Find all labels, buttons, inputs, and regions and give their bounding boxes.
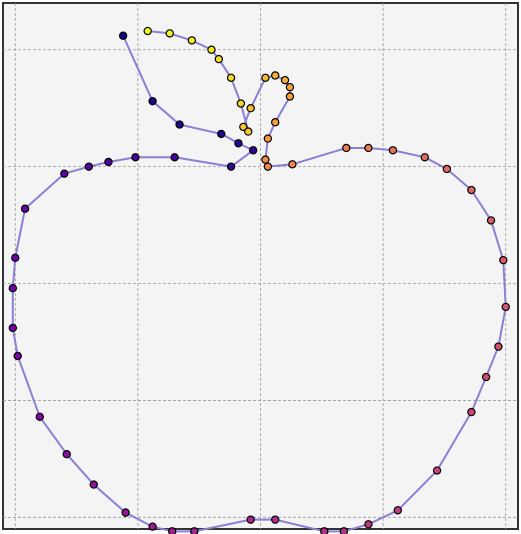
- data-point: [364, 520, 373, 529]
- data-point: [393, 506, 403, 515]
- data-point: [62, 449, 71, 459]
- data-point: [244, 127, 253, 136]
- data-point: [288, 160, 297, 169]
- data-point: [246, 515, 255, 524]
- data-point: [271, 515, 280, 524]
- data-point: [168, 527, 177, 534]
- data-point: [239, 122, 248, 132]
- data-point: [35, 412, 44, 421]
- data-point: [148, 96, 157, 106]
- data-point: [248, 146, 258, 155]
- data-point: [364, 143, 373, 153]
- data-point: [234, 139, 243, 148]
- data-point: [236, 99, 246, 108]
- data-point: [226, 73, 236, 83]
- data-point: [175, 120, 184, 129]
- data-point: [285, 82, 295, 92]
- data-point: [481, 372, 491, 382]
- data-point: [20, 204, 30, 213]
- data-point: [8, 284, 18, 293]
- data-point: [118, 31, 128, 40]
- data-point: [8, 323, 18, 333]
- data-point: [280, 75, 290, 85]
- data-point: [165, 29, 174, 38]
- data-point: [84, 162, 94, 171]
- data-point: [499, 255, 508, 265]
- data-point: [285, 92, 295, 101]
- data-point: [13, 351, 22, 361]
- data-point: [388, 146, 398, 155]
- data-point: [11, 253, 20, 263]
- data-point: [261, 73, 270, 83]
- data-point: [420, 153, 430, 162]
- data-point: [190, 527, 199, 534]
- data-point: [486, 216, 496, 225]
- data-point: [467, 407, 476, 417]
- data-point: [320, 527, 329, 534]
- data-point: [339, 527, 349, 534]
- data-point: [170, 153, 179, 162]
- data-point: [131, 153, 140, 162]
- data-point: [143, 26, 152, 36]
- data-point: [442, 164, 452, 174]
- data-point: [121, 508, 130, 517]
- data-point: [263, 134, 273, 143]
- data-point: [60, 169, 69, 178]
- data-point: [246, 103, 255, 113]
- data-point: [501, 302, 510, 312]
- data-point: [207, 45, 216, 54]
- data-point: [494, 342, 503, 351]
- data-point: [104, 157, 113, 167]
- data-point: [467, 185, 476, 195]
- data-point: [271, 71, 280, 80]
- data-point: [187, 36, 197, 45]
- data-point: [263, 162, 273, 171]
- data-point: [271, 118, 280, 127]
- data-point: [226, 162, 236, 171]
- data-point: [89, 480, 98, 489]
- data-point: [148, 522, 157, 531]
- data-point: [214, 54, 224, 64]
- data-point: [342, 143, 351, 153]
- marker-group: [8, 26, 510, 534]
- data-point: [432, 466, 442, 475]
- data-point: [261, 155, 270, 164]
- data-point: [217, 129, 226, 139]
